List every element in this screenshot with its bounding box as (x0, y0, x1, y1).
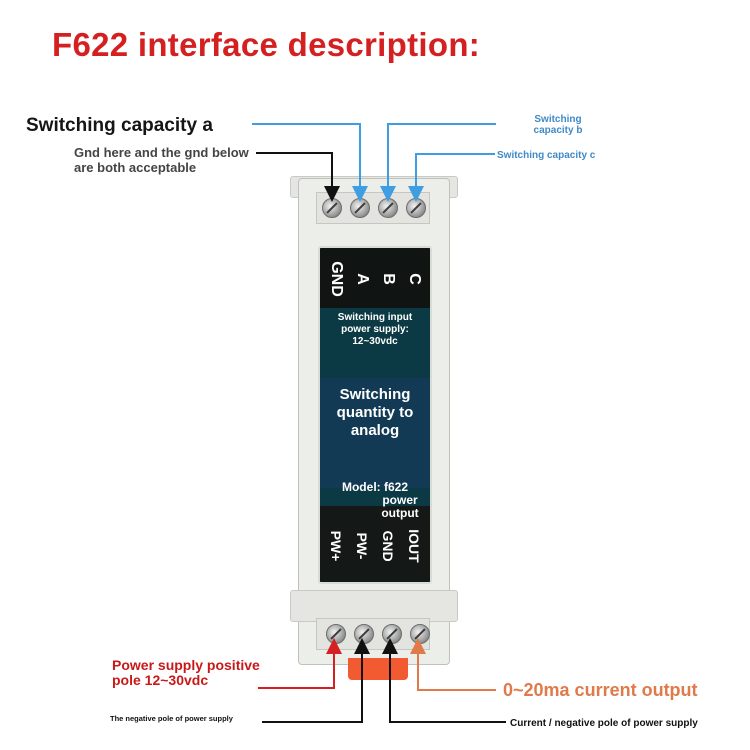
board-function-text: Switching quantity to analog (336, 386, 414, 439)
label-current-negative: Current / negative pole of power supply (510, 718, 698, 729)
din-rail-bottom (290, 590, 458, 622)
line-iout (410, 638, 496, 691)
line-pw-plus (258, 638, 342, 689)
page-title: F622 interface description: (52, 26, 481, 63)
board-model-text: Model: f622 (341, 480, 408, 494)
line-switch-b (380, 123, 496, 202)
board-power-output-text: power output (381, 493, 419, 520)
label-current-output: 0~20ma current output (503, 680, 698, 700)
pcb-board: GND A B C Switching input power supply: … (318, 246, 432, 584)
line-pw-minus (262, 638, 370, 723)
label-power-positive: Power supply positive pole 12~30vdc (112, 657, 260, 688)
board-middle-shade (320, 378, 430, 488)
label-gnd-note: Gnd here and the gnd below are both acce… (74, 145, 249, 175)
label-switching-capacity-c: Switching capacity c (497, 150, 596, 161)
label-switching-capacity-a: Switching capacity a (26, 115, 213, 136)
line-switch-a (252, 123, 368, 202)
board-top-strip (320, 248, 430, 308)
line-gnd-top (256, 152, 340, 202)
board-bottom-strip (320, 506, 430, 582)
line-switch-c (408, 153, 495, 202)
board-input-text: Switching input power supply: 12~30vdc (337, 312, 413, 347)
line-gnd-bottom (382, 638, 506, 723)
label-switching-capacity-b: Switching capacity b (533, 114, 583, 136)
label-power-negative: The negative pole of power supply (110, 714, 233, 723)
